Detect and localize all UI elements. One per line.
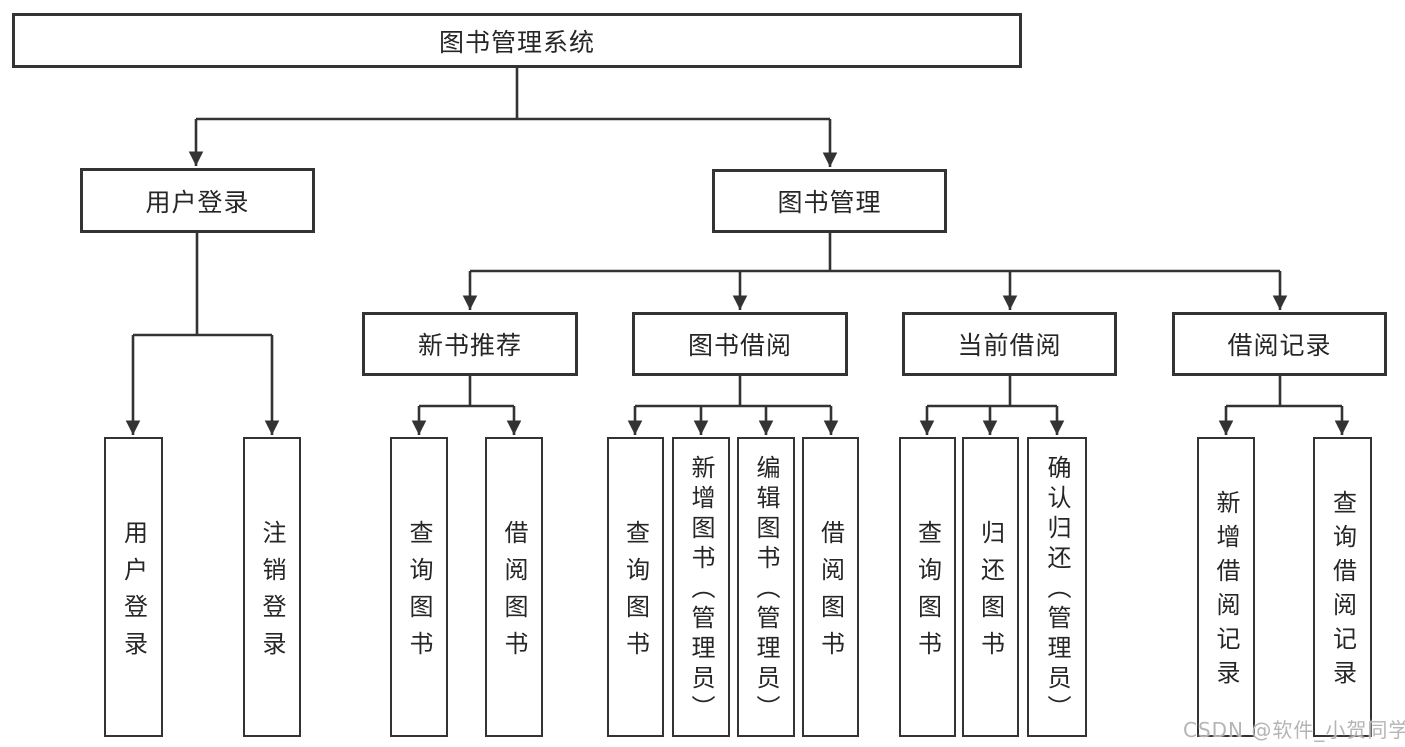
node-op-logout: 注销登录: [243, 437, 301, 737]
node-user-login: 用户登录: [80, 168, 315, 233]
node-cb-return-books: 归还图书: [962, 437, 1019, 737]
node-current-borrow: 当前借阅: [902, 312, 1117, 376]
node-new-book-rec: 新书推荐: [362, 312, 578, 376]
node-rec-query-books: 查询图书: [390, 437, 448, 737]
node-bb-edit-books: 编辑图书（管理员）: [737, 437, 795, 737]
node-root: 图书管理系统: [12, 13, 1022, 68]
node-op-user-login: 用户登录: [104, 437, 163, 737]
node-cb-confirm-return: 确认归还（管理员）: [1027, 437, 1087, 737]
node-bb-borrow-books: 借阅图书: [802, 437, 859, 737]
node-br-query-record: 查询借阅记录: [1313, 437, 1372, 737]
watermark: CSDN @软件_小贺同学: [1183, 718, 1405, 742]
node-br-add-record: 新增借阅记录: [1197, 437, 1255, 737]
node-bb-add-books: 新增图书（管理员）: [672, 437, 730, 737]
node-bb-query-books: 查询图书: [607, 437, 664, 737]
node-book-borrow: 图书借阅: [632, 312, 848, 376]
node-rec-borrow-books: 借阅图书: [485, 437, 543, 737]
node-borrow-records: 借阅记录: [1172, 312, 1387, 376]
node-cb-query-books: 查询图书: [899, 437, 956, 737]
node-book-mgmt: 图书管理: [712, 169, 947, 233]
